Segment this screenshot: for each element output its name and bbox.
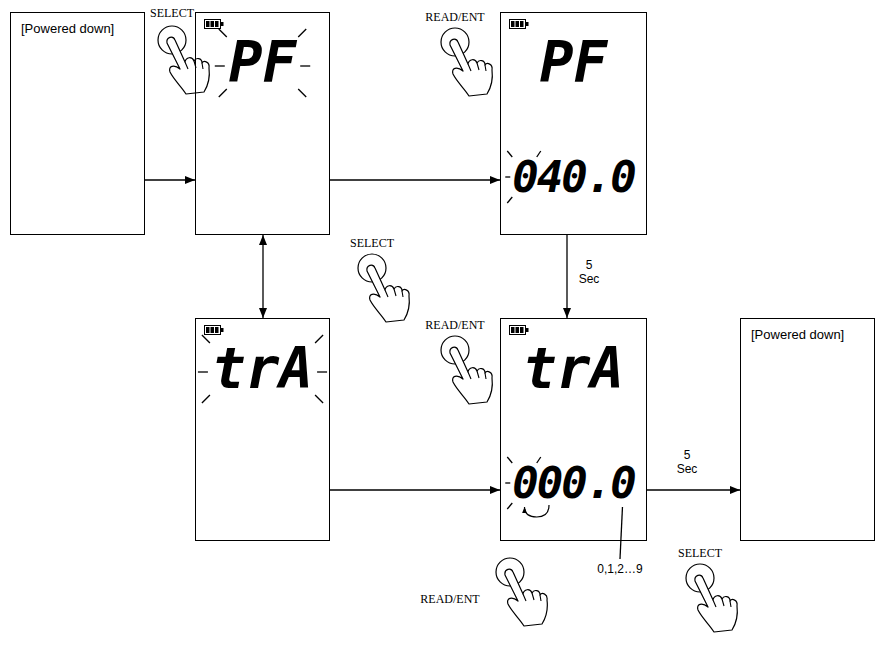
- lcd-value-text: 040.0: [512, 155, 634, 199]
- blink-ray: [507, 151, 512, 157]
- edge-label: 5 Sec: [575, 258, 603, 286]
- blink-ray: [219, 89, 227, 97]
- lcd-screen: trA: [195, 318, 330, 541]
- flow-arrow: [330, 179, 500, 180]
- button-label: READ/ENT: [424, 10, 485, 25]
- digit-range-note: 0,1,2…9: [596, 562, 643, 576]
- blink-ray: [202, 395, 210, 403]
- battery-icon: [509, 19, 529, 29]
- lcd-screen: [Powered down]: [10, 12, 145, 235]
- screen-caption: [Powered down]: [21, 21, 114, 36]
- lcd-screen: PF 040.0: [500, 12, 647, 235]
- flow-arrow: [330, 489, 500, 490]
- button-label: SELECT: [149, 6, 195, 21]
- blink-ray: [505, 176, 510, 177]
- blink-ray: [315, 335, 323, 343]
- blink-ray: [219, 29, 227, 37]
- battery-icon: [204, 325, 224, 335]
- lcd-screen: trA 000.0: [500, 318, 647, 541]
- button-label: READ/ENT: [424, 318, 485, 333]
- blink-ray: [300, 65, 310, 66]
- blink-ray: [315, 395, 323, 403]
- edge-label: 5 Sec: [673, 448, 701, 476]
- hand-press-icon: [496, 558, 547, 626]
- battery-icon: [204, 19, 224, 29]
- blink-ray: [317, 371, 327, 372]
- screen-caption: [Powered down]: [751, 327, 844, 342]
- blink-ray: [198, 371, 208, 372]
- digit-cycle-arrow: [525, 505, 549, 517]
- blink-ray: [507, 197, 512, 203]
- lcd-mode-text: PF: [229, 35, 296, 91]
- hand-press-icon: [158, 26, 209, 94]
- blink-ray: [202, 335, 210, 343]
- button-label: READ/ENT: [419, 592, 480, 607]
- leader-line: [620, 507, 622, 559]
- blink-ray: [298, 29, 306, 37]
- battery-icon: [509, 325, 529, 335]
- hand-press-icon: [358, 254, 409, 322]
- blink-ray: [215, 65, 225, 66]
- blink-ray: [507, 503, 512, 509]
- flow-arrow: [262, 235, 263, 318]
- blink-ray: [507, 457, 512, 463]
- lcd-mode-text: trA: [523, 341, 624, 397]
- flow-arrow: [647, 489, 740, 490]
- lcd-screen: PF: [195, 12, 330, 235]
- button-label: SELECT: [677, 546, 723, 561]
- blink-ray: [505, 482, 510, 483]
- lcd-mode-text: trA: [212, 341, 313, 397]
- hand-press-icon: [441, 336, 492, 404]
- hand-press-icon: [441, 28, 492, 96]
- lcd-value-text: 000.0: [512, 461, 634, 505]
- flow-arrow: [566, 235, 567, 318]
- flow-arrow: [145, 179, 195, 180]
- button-label: SELECT: [349, 236, 395, 251]
- lcd-screen: [Powered down]: [740, 318, 875, 541]
- lcd-mode-text: PF: [540, 35, 607, 91]
- blink-ray: [298, 89, 306, 97]
- hand-press-icon: [686, 564, 737, 632]
